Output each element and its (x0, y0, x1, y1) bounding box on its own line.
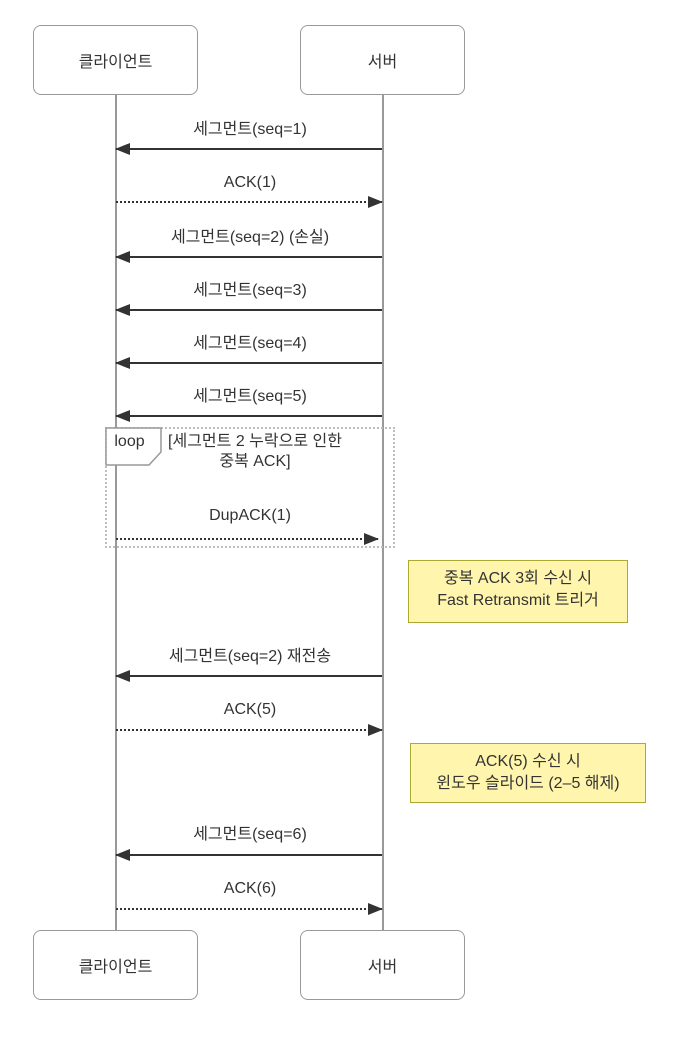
message-arrow-solid (115, 143, 382, 155)
lifeline-client (115, 95, 117, 930)
arrowhead-left-icon (115, 251, 130, 263)
message-arrow-solid (115, 849, 382, 861)
lifeline-server (382, 95, 384, 930)
message-arrow-solid (115, 251, 382, 263)
loop-condition-line1: [세그먼트 2 누락으로 인한 (168, 433, 342, 450)
message-arrow-dotted (116, 533, 379, 545)
arrowhead-left-icon (115, 143, 130, 155)
actor-box-server-bottom: 서버 (300, 930, 465, 1000)
message-label: 세그먼트(seq=3) (193, 282, 307, 299)
actor-label-client: 클라이언트 (78, 54, 153, 71)
note-line1: ACK(5) 수신 시 (475, 753, 581, 770)
loop-frame (105, 427, 395, 548)
arrowhead-right-icon (368, 903, 383, 915)
loop-label-tab: loop (105, 427, 162, 466)
arrowhead-left-icon (115, 357, 130, 369)
message-label: 세그먼트(seq=5) (193, 388, 307, 405)
loop-condition: [세그먼트 2 누락으로 인한 중복 ACK] (120, 432, 390, 472)
arrowhead-left-icon (115, 849, 130, 861)
actor-label-server: 서버 (367, 959, 398, 976)
actor-box-client-bottom: 클라이언트 (33, 930, 198, 1000)
message-label: ACK(5) (223, 701, 277, 718)
loop-condition-line2: 중복 ACK] (219, 453, 291, 470)
note-fast-retransmit: 중복 ACK 3회 수신 시 Fast Retransmit 트리거 (408, 560, 628, 623)
message-arrow-dotted (116, 724, 383, 736)
message-label: ACK(1) (223, 174, 277, 191)
message-label: 세그먼트(seq=4) (193, 335, 307, 352)
message-label: 세그먼트(seq=2) 재전송 (168, 648, 332, 665)
actor-box-server-top: 서버 (300, 25, 465, 95)
message-arrow-dotted (116, 903, 383, 915)
message-label: 세그먼트(seq=1) (193, 121, 307, 138)
note-line2: Fast Retransmit 트리거 (437, 592, 599, 609)
loop-tab-shape (105, 427, 162, 466)
actor-box-client-top: 클라이언트 (33, 25, 198, 95)
arrowhead-left-icon (115, 304, 130, 316)
arrowhead-right-icon (368, 724, 383, 736)
message-arrow-solid (115, 304, 382, 316)
message-arrow-solid (115, 410, 382, 422)
message-arrow-solid (115, 670, 382, 682)
arrowhead-right-icon (364, 533, 379, 545)
arrowhead-right-icon (368, 196, 383, 208)
note-window-slide: ACK(5) 수신 시 윈도우 슬라이드 (2–5 해제) (410, 743, 646, 803)
note-line2: 윈도우 슬라이드 (2–5 해제) (436, 775, 620, 792)
actor-label-server: 서버 (367, 54, 398, 71)
note-line1: 중복 ACK 3회 수신 시 (444, 570, 592, 587)
message-label: DupACK(1) (209, 507, 291, 524)
message-label: 세그먼트(seq=2) (손실) (170, 229, 330, 246)
message-label: ACK(6) (223, 880, 277, 897)
loop-label: loop (114, 433, 145, 450)
actor-label-client: 클라이언트 (78, 959, 153, 976)
message-label: 세그먼트(seq=6) (193, 826, 307, 843)
message-arrow-solid (115, 357, 382, 369)
arrowhead-left-icon (115, 410, 130, 422)
arrowhead-left-icon (115, 670, 130, 682)
message-arrow-dotted (116, 196, 383, 208)
